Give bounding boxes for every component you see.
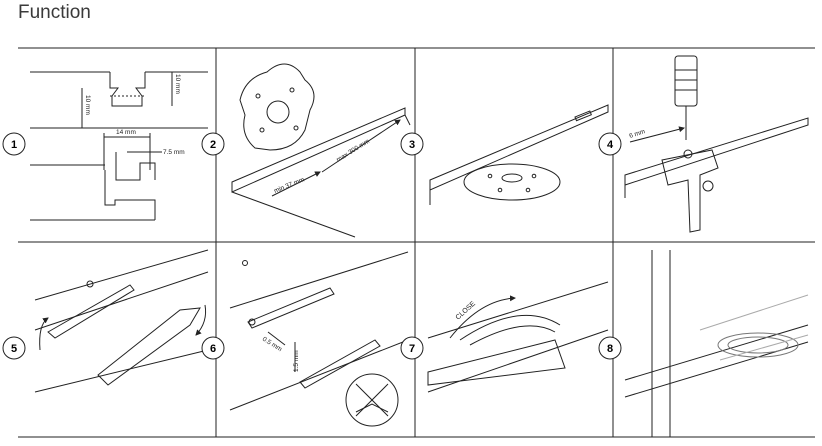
dim-max-label: max 300 mm <box>335 138 371 164</box>
step-6-badge: 6 <box>201 336 225 360</box>
panel-5 <box>34 249 209 393</box>
step-7-badge: 7 <box>400 336 424 360</box>
step-4-badge: 4 <box>598 132 622 156</box>
step-2-number: 2 <box>210 139 216 151</box>
step-5-badge: 5 <box>2 336 26 360</box>
panel-3 <box>429 104 609 205</box>
step-4-number: 4 <box>607 139 614 151</box>
step-3-badge: 3 <box>400 132 424 156</box>
step-8-badge: 8 <box>598 336 622 360</box>
step-8-number: 8 <box>607 343 613 355</box>
dim-depth-label: 10 mm <box>174 74 181 94</box>
dim-offset-label: 7.5 mm <box>163 149 185 156</box>
dim-min-label: min 37 mm <box>273 176 305 195</box>
dim-width-label: 14 mm <box>116 129 136 136</box>
step-1-badge: 1 <box>2 132 26 156</box>
step-numbers: 1 2 3 4 5 6 7 8 <box>2 132 622 360</box>
dim-gap-label: 0.5 mm <box>261 336 283 353</box>
dim-depth-left-label: 10 mm <box>84 95 91 115</box>
page-title: Function <box>18 2 91 23</box>
grid-lines <box>18 47 815 438</box>
step-1-number: 1 <box>11 139 17 151</box>
step-6-number: 6 <box>210 343 216 355</box>
step-5-number: 5 <box>11 343 17 355</box>
panel-2 <box>231 63 411 238</box>
step-3-number: 3 <box>409 139 415 151</box>
panel-1 <box>30 71 208 221</box>
dim-height-label: 1.5 mm <box>293 350 300 372</box>
panel-6 <box>229 251 409 427</box>
panel-8 <box>624 250 809 437</box>
step-7-number: 7 <box>409 343 415 355</box>
panel-7 <box>427 281 609 393</box>
dim-drill-depth-label: 6 mm <box>628 128 646 140</box>
step-2-badge: 2 <box>201 132 225 156</box>
panel-4 <box>624 55 809 233</box>
close-label: CLOSE <box>455 300 478 321</box>
